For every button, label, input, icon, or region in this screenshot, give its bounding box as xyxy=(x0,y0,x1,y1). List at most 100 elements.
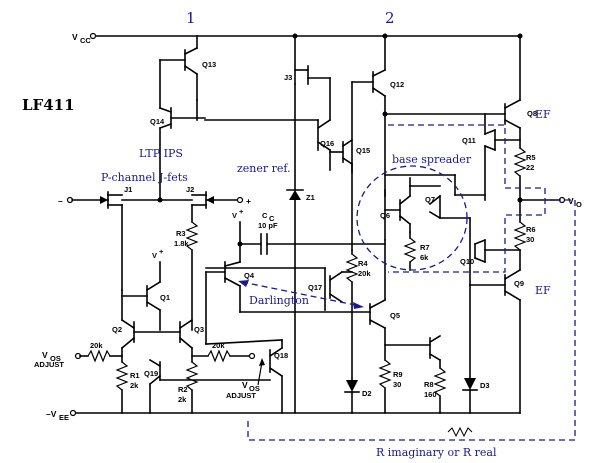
vee-label: –V xyxy=(46,409,57,419)
input-jfets: – J1 + J2 R3 1.8k xyxy=(58,185,251,331)
j3-label: J3 xyxy=(284,73,292,82)
j2-label: J2 xyxy=(186,185,194,194)
r3-value: 1.8k xyxy=(174,239,189,248)
inv-input-label: – xyxy=(58,196,63,206)
offset-adjust-left: V OS ADJUST 20k xyxy=(34,341,123,369)
r9-value: 30 xyxy=(393,380,401,389)
q19-label: Q19 xyxy=(144,369,158,378)
vplus-label: V xyxy=(232,211,237,220)
q18-label: Q18 xyxy=(274,351,288,360)
q3-label: Q3 xyxy=(194,325,204,334)
annotation-ltp-ips: LTP IPS xyxy=(139,147,183,160)
vplus-q1-sup: + xyxy=(159,247,164,256)
r4-label: R4 xyxy=(358,259,368,268)
base-spreader-circle xyxy=(356,165,468,271)
r2-value: 2k xyxy=(178,395,187,404)
load-dashed-path xyxy=(247,199,576,441)
z1-label: Z1 xyxy=(306,193,315,202)
vos-left-sub: OS xyxy=(50,354,61,363)
cc-label-sub: C xyxy=(269,214,275,223)
annotation-zener-ref: zener ref. xyxy=(237,162,291,175)
r20k-right-value: 20k xyxy=(212,341,225,350)
q13-q14-mirror: Q13 Q14 xyxy=(150,35,216,201)
q12-label: Q12 xyxy=(390,80,404,89)
q14-label: Q14 xyxy=(150,117,165,126)
annotation-pchannel-jfets: P-channel J-fets xyxy=(101,171,188,184)
vos-left-label: V xyxy=(42,350,48,360)
q16-q15-group: Q16 Q15 xyxy=(196,99,370,173)
q12-group: Q12 xyxy=(351,33,404,251)
q6-label: Q6 xyxy=(380,211,390,220)
cc-label: C xyxy=(262,211,268,220)
q8-label: Q8 xyxy=(527,109,537,118)
q1-label: Q1 xyxy=(160,293,170,302)
q13-label: Q13 xyxy=(202,60,216,69)
offset-adjust-right: 20k V OS ADJUST xyxy=(191,341,265,400)
vout-label: V xyxy=(568,196,574,206)
q17-label: Q17 xyxy=(308,283,322,292)
noninv-input-label: + xyxy=(246,196,251,206)
r7-label: R7 xyxy=(420,243,430,252)
r8-value: 160 xyxy=(424,390,437,399)
vout-label-sub: O xyxy=(576,200,582,209)
vplus-sup: + xyxy=(239,207,244,216)
r20k-left-value: 20k xyxy=(90,341,103,350)
q11-label: Q11 xyxy=(462,136,476,145)
r3-label: R3 xyxy=(176,229,186,238)
stage-number-2: 2 xyxy=(385,9,395,27)
adjust-left-label: ADJUST xyxy=(34,360,64,369)
r6-label: R6 xyxy=(526,225,536,234)
vos-right-label: V xyxy=(242,380,248,390)
q4-label: Q4 xyxy=(244,271,255,280)
vos-right-sub: OS xyxy=(249,384,260,393)
r4-value: 20k xyxy=(358,269,371,278)
q5-label: Q5 xyxy=(390,311,400,320)
q16-label: Q16 xyxy=(320,139,334,148)
r1-value: 2k xyxy=(130,381,139,390)
cc-value: 10 pF xyxy=(258,221,278,230)
annotation-ef-bottom: EF xyxy=(535,284,551,297)
annotation-ef-top: EF xyxy=(535,108,551,121)
annotation-darlington: Darlington xyxy=(249,294,309,307)
annotation-r-imaginary: R imaginary or R real xyxy=(376,446,497,459)
j3-zener: J3 Z1 xyxy=(284,33,331,414)
input-mirror: V + Q1 Q2 Q3 R1 2k R2 2k Q19 xyxy=(112,247,204,414)
d2-label: D2 xyxy=(362,389,372,398)
q7-label: Q7 xyxy=(425,195,435,204)
circuit-title: LF411 xyxy=(22,96,75,114)
r6-value: 30 xyxy=(526,235,534,244)
vee-rail: –V EE xyxy=(46,409,521,422)
vcc-label-sub: CC xyxy=(80,36,91,45)
ef-output-box xyxy=(388,124,546,273)
q2-label: Q2 xyxy=(112,325,122,334)
j1-label: J1 xyxy=(124,185,132,194)
stage-number-1: 1 xyxy=(186,9,196,27)
r2-label: R2 xyxy=(178,385,188,394)
r4-q17: R4 20k Q17 xyxy=(205,249,371,381)
base-spreader: Q6 Q7 R7 6k xyxy=(380,174,486,286)
q8-q11-group: Q8 Q11 R5 22 xyxy=(382,33,537,201)
r5-value: 22 xyxy=(526,163,534,172)
r9-label: R9 xyxy=(393,370,403,379)
r5-label: R5 xyxy=(526,153,536,162)
annotation-base-spreader: base spreader xyxy=(392,153,472,166)
vcc-rail: V CC xyxy=(72,32,521,45)
annotation-overlays xyxy=(238,124,576,441)
d3-label: D3 xyxy=(480,381,490,390)
r8-label: R8 xyxy=(424,380,434,389)
compensation-q4: V + C C 10 pF Q4 xyxy=(205,207,386,345)
vee-label-sub: EE xyxy=(59,413,69,422)
q18-group: Q18 xyxy=(159,339,288,414)
q5-group: Q5 R9 30 D2 R8 160 xyxy=(239,239,447,414)
q10-label: Q10 xyxy=(460,257,474,266)
adjust-right-label: ADJUST xyxy=(226,391,256,400)
q15-label: Q15 xyxy=(356,146,370,155)
vplus-q1-label: V xyxy=(152,251,157,260)
output-stage-lower: V O R6 30 Q10 Q9 D3 xyxy=(460,196,582,414)
darlington-arrow xyxy=(241,281,361,307)
r1-label: R1 xyxy=(130,371,140,380)
q9-label: Q9 xyxy=(514,279,524,288)
r7-value: 6k xyxy=(420,253,429,262)
